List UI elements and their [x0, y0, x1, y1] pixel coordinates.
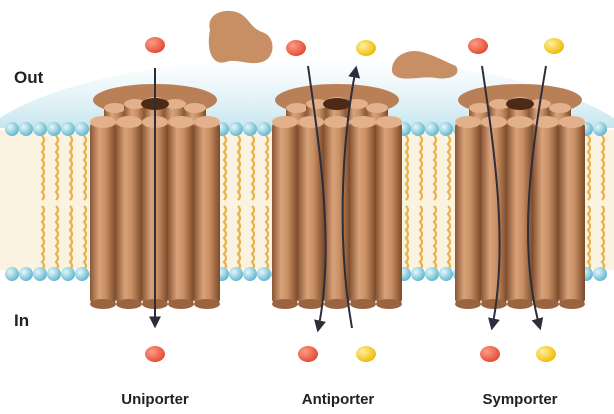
protein-helix-cap [507, 116, 533, 128]
lipid-head [593, 267, 607, 281]
protein-helix-base [194, 299, 220, 309]
label-uniporter: Uniporter [80, 391, 230, 408]
protein-helix-cap [481, 116, 507, 128]
protein-helix [90, 122, 116, 304]
protein-helix [194, 122, 220, 304]
protein-helix-cap [455, 116, 481, 128]
protein-helix [533, 122, 559, 304]
protein-helix [376, 122, 402, 304]
protein-helix-base [507, 299, 533, 309]
lipid-head [19, 122, 33, 136]
symporter-protein [455, 84, 585, 309]
ligand-shape [209, 11, 273, 63]
protein-helix-base [116, 299, 142, 309]
lipid-head [257, 122, 271, 136]
lipid-head [229, 122, 243, 136]
protein-helix-top [104, 103, 126, 113]
protein-helix-cap [559, 116, 585, 128]
lipid-head [5, 267, 19, 281]
solute-red-inside [145, 346, 165, 362]
protein-helix-base [376, 299, 402, 309]
lipid-head [593, 122, 607, 136]
protein-helix [455, 122, 481, 304]
ligand-shape [392, 51, 457, 79]
lipid-head [61, 122, 75, 136]
solute-red-inside [480, 346, 500, 362]
protein-helix-cap [272, 116, 298, 128]
protein-helix-cap [90, 116, 116, 128]
protein-helix-base [298, 299, 324, 309]
protein-helix [272, 122, 298, 304]
lipid-head [425, 267, 439, 281]
protein-helix-base [455, 299, 481, 309]
solute-red-inside [298, 346, 318, 362]
protein-helix-base [533, 299, 559, 309]
lipid-head [411, 267, 425, 281]
label-out: Out [14, 68, 43, 88]
lipid-head [33, 267, 47, 281]
protein-helix-top [184, 103, 206, 113]
label-antiporter: Antiporter [263, 391, 413, 408]
protein-helix-base [90, 299, 116, 309]
protein-channel-pore [506, 98, 534, 110]
label-in: In [14, 311, 29, 331]
transport-proteins [90, 84, 585, 309]
protein-helix-cap [324, 116, 350, 128]
protein-helix-top [286, 103, 308, 113]
solute-yellow-inside [536, 346, 556, 362]
protein-helix [168, 122, 194, 304]
lipid-head [257, 267, 271, 281]
lipid-head [439, 122, 453, 136]
lipid-head [243, 122, 257, 136]
protein-helix-cap [116, 116, 142, 128]
protein-channel-pore [323, 98, 351, 110]
protein-helix [116, 122, 142, 304]
protein-helix-cap [350, 116, 376, 128]
solute-red-outside [468, 38, 488, 54]
protein-helix [559, 122, 585, 304]
lipid-head [411, 122, 425, 136]
protein-helix [350, 122, 376, 304]
protein-helix-base [559, 299, 585, 309]
lipid-head [75, 267, 89, 281]
lipid-head [47, 122, 61, 136]
lipid-head [439, 267, 453, 281]
solute-yellow-outside [356, 40, 376, 56]
lipid-head [243, 267, 257, 281]
lipid-head [229, 267, 243, 281]
protein-helix-base [272, 299, 298, 309]
solute-red-outside [145, 37, 165, 53]
lipid-head [425, 122, 439, 136]
protein-helix-top [549, 103, 571, 113]
protein-helix-top [366, 103, 388, 113]
protein-helix-base [324, 299, 350, 309]
lipid-head [47, 267, 61, 281]
solute-yellow-inside [356, 346, 376, 362]
solute-red-outside [286, 40, 306, 56]
protein-helix-base [168, 299, 194, 309]
lipid-head [5, 122, 19, 136]
lipid-head [75, 122, 89, 136]
protein-helix-cap [194, 116, 220, 128]
protein-helix-cap [298, 116, 324, 128]
lipid-head [33, 122, 47, 136]
antiporter-protein [272, 84, 402, 309]
protein-helix-cap [168, 116, 194, 128]
protein-helix-cap [376, 116, 402, 128]
protein-helix-base [350, 299, 376, 309]
label-symporter: Symporter [445, 391, 595, 408]
protein-helix-base [481, 299, 507, 309]
solute-yellow-outside [544, 38, 564, 54]
lipid-head [61, 267, 75, 281]
protein-helix [298, 122, 324, 304]
lipid-head [19, 267, 33, 281]
